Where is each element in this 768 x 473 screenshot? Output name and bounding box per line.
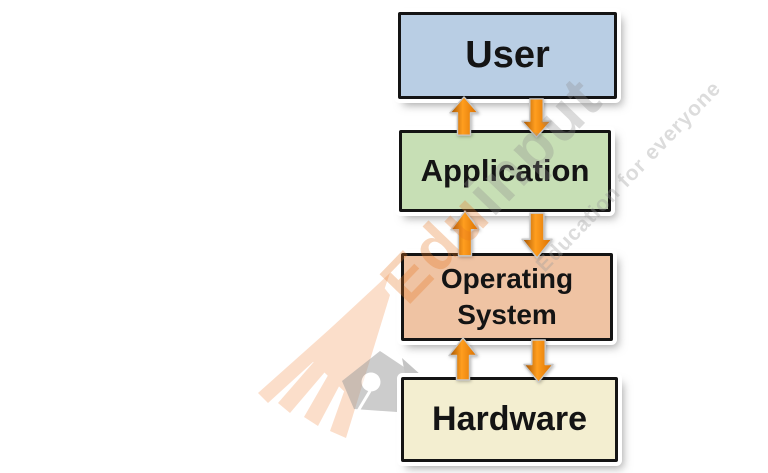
layer-label-operating-system: Operating System bbox=[440, 262, 574, 330]
up-arrow-icon-os-hardware bbox=[448, 337, 478, 381]
layer-box-operating-system: Operating System bbox=[401, 253, 613, 341]
layer-label-hardware: Hardware bbox=[432, 400, 587, 439]
down-arrow-icon-application-os bbox=[521, 212, 553, 259]
layer-label-application: Application bbox=[420, 152, 590, 188]
layer-label-user: User bbox=[465, 33, 550, 76]
down-arrow-icon-os-hardware bbox=[523, 339, 554, 383]
layer-box-user: User bbox=[398, 12, 617, 99]
layer-box-hardware: Hardware bbox=[401, 377, 618, 462]
layer-box-application: Application bbox=[399, 130, 611, 212]
down-arrow-icon-user-application bbox=[521, 98, 552, 138]
up-arrow-icon-application-os bbox=[450, 210, 480, 257]
up-arrow-icon-user-application bbox=[449, 96, 479, 136]
